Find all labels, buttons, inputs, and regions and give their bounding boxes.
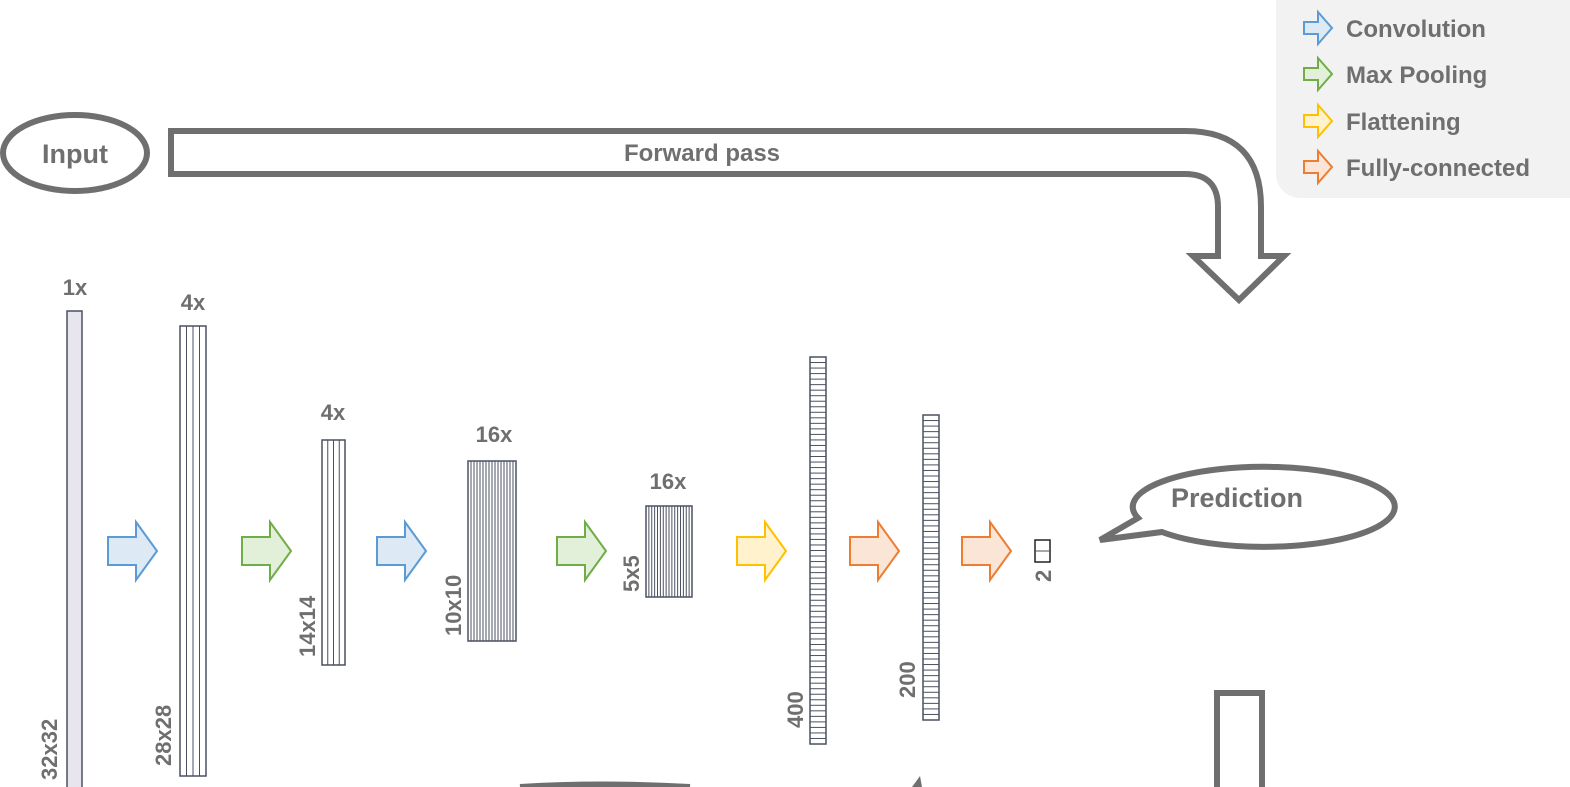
input-label: Input [42,139,108,169]
layer-5-channels: 16x [650,469,687,494]
legend-label-convolution: Convolution [1346,16,1486,43]
legend-panel [1276,0,1570,198]
layer-1-size: 32x32 [37,719,62,780]
backward-pass-arrow-partial [1214,690,1265,787]
max-pooling-arrow-2 [556,518,608,584]
fully-connected-arrow-icon [1303,148,1334,186]
fully-connected-arrow-2 [961,518,1013,584]
fully-connected-arrow-1 [849,518,901,584]
layer-5-size: 5x5 [619,555,644,592]
max-pooling-arrow-icon [1303,55,1334,93]
layer-4: 16x 10x10 [441,422,517,642]
bottom-ellipse-partial [519,781,691,787]
forward-pass-arrow-shape [168,128,1292,305]
convolution-arrow-icon [1303,9,1334,47]
prediction-bubble: Prediction [1098,463,1398,550]
layer-3: 4x 14x14 [295,400,346,666]
layer-1-block [66,310,83,787]
legend-item-convolution: Convolution [1303,9,1486,47]
legend-item-fully-connected: Fully-connected [1303,148,1530,186]
layer-fc-200: 200 [895,414,940,721]
flattening-arrow-icon [1303,102,1334,140]
input-ellipse [0,112,150,194]
layer-2-channels: 4x [181,290,206,315]
layer-output-2: 2 [1031,539,1056,582]
fc-vector-block [922,414,940,721]
layer-2: 4x 28x28 [151,290,207,777]
output-vector-size: 2 [1031,570,1056,582]
bottom-bubble-tail-partial [912,776,922,787]
convolution-arrow-2 [376,518,428,584]
legend-item-max-pooling: Max Pooling [1303,55,1487,93]
layer-3-size: 14x14 [295,595,320,657]
layer-4-channels: 16x [476,422,513,447]
legend-label-fully-connected: Fully-connected [1346,155,1530,182]
legend: Convolution Max Pooling Flattening Fully… [1276,0,1570,198]
operation-arrows [107,518,1013,584]
legend-label-flattening: Flattening [1346,109,1461,136]
layer-1: 1x 32x32 [37,275,88,787]
legend-item-flattening: Flattening [1303,102,1461,140]
flattening-arrow [736,518,788,584]
input-node: Input [0,112,150,194]
prediction-bubble-shape [1098,463,1398,550]
fc-vector-size: 200 [895,661,920,698]
layer-1-channels: 1x [63,275,88,300]
prediction-label: Prediction [1171,483,1303,513]
forward-pass-arrow: Forward pass [168,128,1292,305]
max-pooling-arrow-1 [241,518,293,584]
layer-5: 16x 5x5 [619,469,693,598]
layer-4-size: 10x10 [441,575,466,636]
layer-3-channels: 4x [321,400,346,425]
layer-2-size: 28x28 [151,705,176,766]
forward-pass-label: Forward pass [624,140,780,167]
layer-flatten-400: 400 [783,356,827,745]
legend-label-max-pooling: Max Pooling [1346,62,1487,89]
flatten-vector-size: 400 [783,691,808,728]
convolution-arrow-1 [107,518,159,584]
